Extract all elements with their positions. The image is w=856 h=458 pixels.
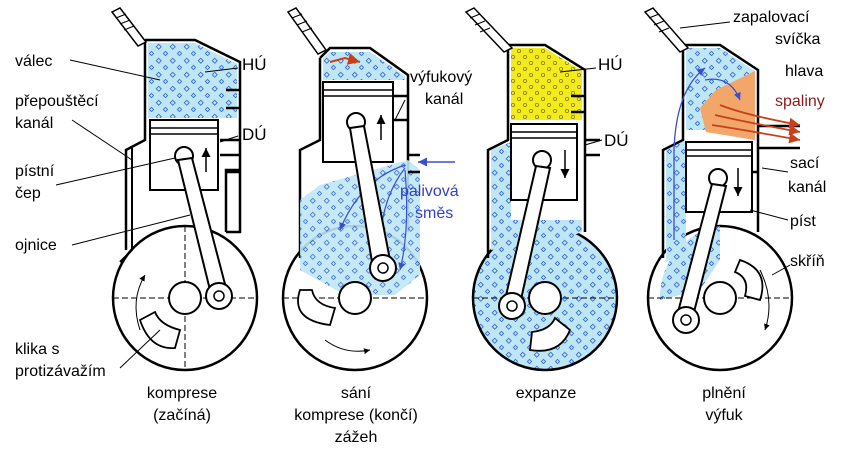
label-ojnice: ojnice xyxy=(15,237,57,254)
spark-plug-icon xyxy=(110,7,148,47)
spark-plug-icon-2 xyxy=(286,7,328,55)
label-pistni-1: pístní xyxy=(15,163,55,180)
engine-4-scavenge-exhaust xyxy=(643,7,801,372)
caption-4-line-2: výfuk xyxy=(705,407,743,424)
label-saci-2: kanál xyxy=(788,179,826,196)
caption-2-line-3: zážeh xyxy=(335,429,378,446)
caption-2-line-1: sání xyxy=(341,385,372,402)
spark-plug-icon-3 xyxy=(464,7,514,53)
label-prepoustecti-2: kanál xyxy=(15,115,53,132)
engine-3-expansion xyxy=(464,7,619,372)
label-prepoustecti-1: přepouštěcí xyxy=(15,93,99,110)
label-pist: píst xyxy=(790,213,816,230)
caption-2-line-2: komprese (končí) xyxy=(294,407,418,424)
caption-3-line-1: expanze xyxy=(516,385,577,402)
label-zapalovaci-1: zapalovací xyxy=(733,9,810,26)
label-vyfukovy-2: kanál xyxy=(425,91,463,108)
label-spaliny: spaliny xyxy=(775,93,825,110)
label-du-1: DÚ xyxy=(242,125,267,144)
caption-1-line-1: komprese xyxy=(147,385,217,402)
engine-1-compression xyxy=(110,7,259,372)
label-skrin: skříň xyxy=(790,253,825,270)
leader-lines xyxy=(55,21,791,369)
label-hlava: hlava xyxy=(785,63,823,80)
caption-4-line-1: plnění xyxy=(702,385,746,402)
caption-1-line-2: (začíná) xyxy=(153,407,211,424)
label-palivova-2: směs xyxy=(415,205,453,222)
label-valec: válec xyxy=(15,53,52,70)
label-saci-1: sací xyxy=(790,155,820,172)
engine-2-intake xyxy=(281,7,455,372)
label-pistni-2: čep xyxy=(15,185,41,202)
label-klika-2: protizávažím xyxy=(15,363,106,380)
label-palivova-1: palivová xyxy=(400,183,459,200)
label-hu-1: HÚ xyxy=(242,55,267,74)
label-klika-1: klika s xyxy=(15,341,59,358)
label-du-3: DÚ xyxy=(604,131,629,150)
spark-plug-icon-4 xyxy=(643,7,690,53)
label-vyfukovy-1: výfukový xyxy=(410,69,472,86)
label-hu-3: HÚ xyxy=(598,55,623,74)
label-zapalovaci-2: svíčka xyxy=(775,31,820,48)
